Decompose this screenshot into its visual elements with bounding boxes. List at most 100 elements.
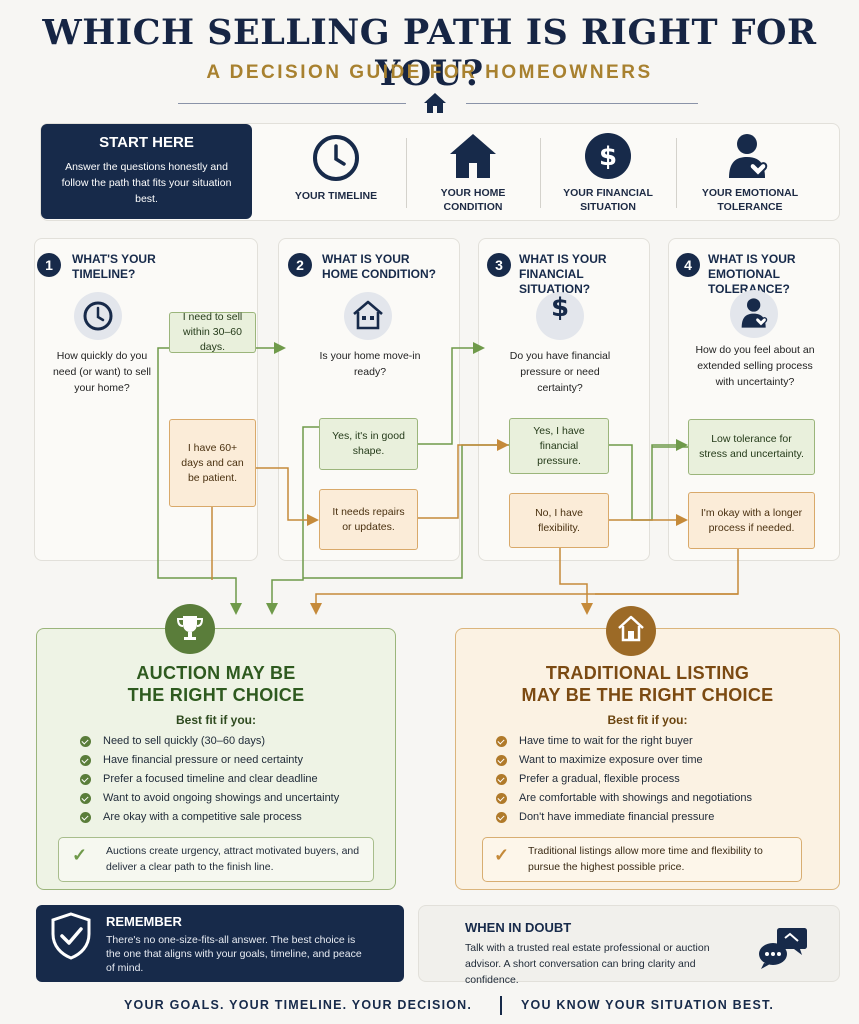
person-heart-icon [741,298,768,328]
arrow-repairs-to-q3 [418,439,509,519]
trophy-icon [176,616,204,640]
footer-left: YOUR GOALS. YOUR TIMELINE. YOUR DECISION… [124,998,473,1012]
question-2-heading: WHAT IS YOUR HOME CONDITION? [322,252,436,281]
check-icon [496,793,507,804]
traditional-note-box [482,837,802,882]
question-3-icon-bg [536,292,584,340]
question-2-text: Is your home move-in ready? [319,350,421,378]
option-financial-pressure[interactable]: Yes, I have financial pressure. [509,418,609,474]
arrow-financial-to-auction [303,444,509,579]
house-icon [618,615,644,642]
auction-title-line1: AUCTION MAY BE [136,663,296,683]
factor-emotional-label: YOUR EMOTIONAL TOLERANCE [701,187,799,213]
footer-divider [500,996,502,1015]
check-icon [80,736,91,747]
list-item: Have time to wait for the right buyer [496,732,816,751]
checkmark-icon: ✓ [494,845,510,865]
doubt-heading: WHEN IN DOUBT [465,920,572,935]
auction-note: Auctions create urgency, attract motivat… [106,845,360,873]
arrow-longer-to-traditional [310,549,739,615]
start-here-box: START HERE Answer the questions honestly… [41,124,252,219]
question-card-1 [34,238,258,561]
auction-bestfit: Best fit if you: [176,713,256,727]
list-item: Are comfortable with showings and negoti… [496,789,816,808]
clock-icon [83,301,113,331]
option-60-plus-days[interactable]: I have 60+ days and can be patient. [169,419,256,507]
question-4-heading: WHAT IS YOUR EMOTIONAL TOLERANCE? [708,252,796,296]
step-number-1: 1 [37,253,61,277]
question-1-text: How quickly do you need (or want) to sel… [52,350,152,394]
divider-left [178,103,406,104]
list-item: Prefer a focused timeline and clear dead… [80,770,380,789]
svg-text:$: $ [599,142,617,172]
arrow-q2-to-q3 [418,342,485,445]
arrow-patient-to-repairs [256,467,319,526]
list-item: Want to avoid ongoing showings and uncer… [80,789,380,808]
list-item: Are okay with a competitive sale process [80,808,380,827]
arrow-q3-to-q4 [609,439,688,521]
step-number-4: 4 [676,253,700,277]
list-item: Have financial pressure or need certaint… [80,751,380,770]
remember-body: There's no one-size-fits-all answer. The… [106,934,362,974]
start-here-body: Answer the questions honestly and follow… [61,161,232,205]
check-icon [80,774,91,785]
arrow-timeline-to-auction [157,347,242,615]
traditional-list: Have time to wait for the right buyer Wa… [496,732,816,827]
check-icon [80,755,91,766]
remember-box [36,905,404,982]
auction-list: Need to sell quickly (30–60 days) Have f… [80,732,380,827]
shield-check-icon [51,912,91,960]
factor-separator [676,138,677,208]
dollar-icon: $ [550,293,570,323]
person-heart-icon [729,134,768,178]
clock-icon [313,135,359,181]
check-icon [496,736,507,747]
check-icon [496,755,507,766]
page-subtitle: A DECISION GUIDE FOR HOMEOWNERS [206,62,653,83]
dollar-icon: $ [585,133,631,179]
arrow-condition-to-auction [266,426,319,615]
traditional-bestfit: Best fit if you: [607,713,688,727]
arrow-flexibility-to-traditional [559,548,593,615]
house-icon [424,93,446,113]
option-have-flexibility[interactable]: No, I have flexibility. [509,493,609,548]
footer-right: YOU KNOW YOUR SITUATION BEST. [521,998,775,1012]
house-icon [450,134,496,178]
option-needs-repairs[interactable]: It needs repairs or updates. [319,489,418,550]
check-icon [80,812,91,823]
option-okay-longer-process[interactable]: I'm okay with a longer process if needed… [688,492,815,549]
traditional-title-line2: MAY BE THE RIGHT CHOICE [521,685,774,705]
doubt-body: Talk with a trusted real estate professi… [465,942,710,986]
auction-title-line2: THE RIGHT CHOICE [127,685,305,705]
factor-timeline-label: YOUR TIMELINE [294,190,378,202]
house-outline-icon [353,300,383,330]
start-here-heading: START HERE [99,134,194,151]
divider-right [466,103,698,104]
list-item: Want to maximize exposure over time [496,751,816,770]
step-number-2: 2 [288,253,312,277]
traditional-note: Traditional listings allow more time and… [528,845,763,873]
checkmark-icon: ✓ [72,845,88,865]
option-low-tolerance[interactable]: Low tolerance for stress and uncertainty… [688,419,815,475]
chat-bubbles-icon [759,928,807,969]
list-item: Don't have immediate financial pressure [496,808,816,827]
page-title: WHICH SELLING PATH IS RIGHT FOR YOU? [42,12,817,94]
question-3-heading: WHAT IS YOUR FINANCIAL SITUATION? [519,252,607,296]
factor-separator [540,138,541,208]
question-3-text: Do you have financial pressure or need c… [509,350,611,394]
factor-separator [406,138,407,208]
check-icon [80,793,91,804]
auction-note-box [58,837,374,882]
step-number-3: 3 [487,253,511,277]
factor-home-label: YOUR HOME CONDITION [440,187,506,213]
option-good-shape[interactable]: Yes, it's in good shape. [319,418,418,470]
list-item: Prefer a gradual, flexible process [496,770,816,789]
question-1-heading: WHAT'S YOUR TIMELINE? [72,252,156,281]
check-icon [496,774,507,785]
question-2-icon-bg [344,292,392,340]
factor-financial-label: YOUR FINANCIAL SITUATION [563,187,653,213]
question-4-text: How do you feel about an extended sellin… [695,344,815,388]
remember-heading: REMEMBER [106,914,182,929]
option-sell-30-60-days[interactable]: I need to sell within 30–60 days. [169,311,256,353]
